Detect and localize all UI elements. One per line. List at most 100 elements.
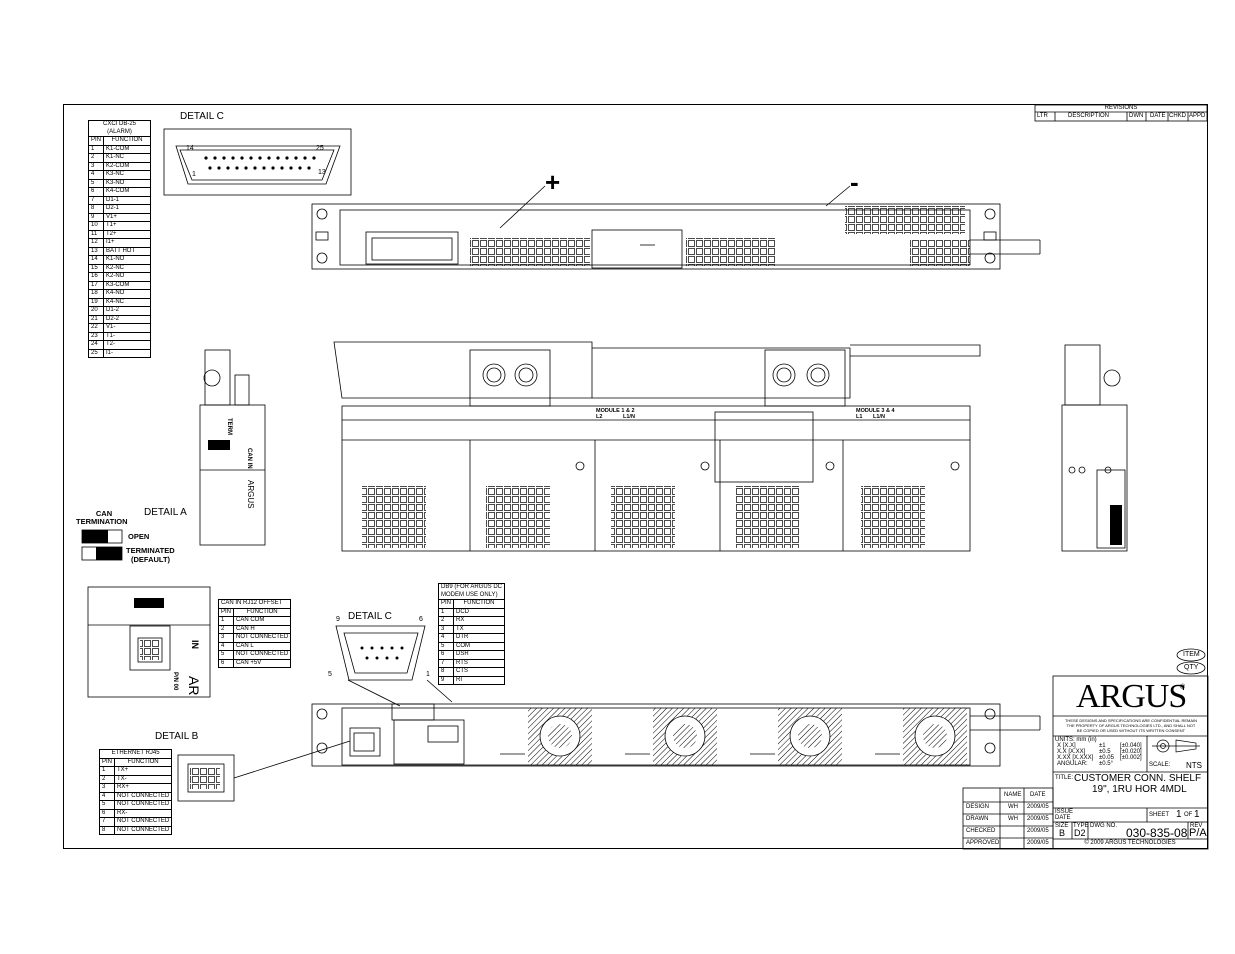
drawing-border [63,104,1208,849]
db9-table-function-cell: RX [453,616,506,626]
type-value: D2 [1074,828,1086,838]
bottom-rack-rear [311,703,1001,767]
alarm-table-function-cell: D2-2 [103,314,151,324]
alarm-table-function-cell: K3-COM [103,280,151,290]
can-table-function-cell: CAN +5V [233,658,292,668]
minus-terminal-label: - [850,167,859,197]
alarm-table-pin-cell: 13 [87,246,105,256]
db25-pin-1: 1 [192,171,196,178]
alarm-table-pin-cell: 8 [87,204,105,214]
drawing-title-2: 19", 1RU HOR 4MDL [1092,784,1187,795]
db25-pin-13: 13 [318,169,326,176]
db9-pin-9: 9 [336,616,340,623]
units-label: UNITS: mm (in) [1055,737,1097,743]
eth-table-pin-cell: 8 [98,825,116,835]
db9-shell [335,625,426,681]
revisions-title: REVISIONS [1104,105,1138,111]
db9-table-title-2: MODEM USE ONLY) [437,591,506,600]
alarm-table-pin-cell: 1 [87,144,105,154]
tol-angular: ANGULAR: [1057,761,1088,767]
can-table-pin-cell: 3 [217,633,235,643]
module-1-2-l2: L2 [596,414,603,420]
module-3-4-label: MODULE 3 & 4 [856,408,895,414]
size-value: B [1059,828,1066,838]
alarm-col-pin: PIN [87,136,105,146]
can-col-pin: PIN [217,607,235,617]
alarm-table-pin-cell: 19 [87,297,105,307]
eth-table-function-cell: NOT CONNECTED [114,800,173,810]
plus-terminal-label: + [545,167,561,197]
can-table-pin-cell: 6 [217,658,235,668]
left-side-view [199,404,266,546]
alarm-table-pin-cell: 20 [87,306,105,316]
alarm-table-pin-cell: 2 [87,153,105,163]
switch-default-label: (DEFAULT) [131,555,171,564]
sign-col-name: NAME [1004,792,1022,798]
alarm-table-title-1: CXCI DB-25 [88,120,151,129]
argus-logo-reg: ® [1180,684,1186,691]
alarm-table-pin-cell: 7 [87,195,105,205]
tol-i1: [±0.040] [1120,743,1142,749]
rev-col-appd: APPD [1189,113,1206,119]
alarm-table-pin-cell: 16 [87,272,105,282]
db9-pin-6: 6 [419,616,423,623]
can-table-pin-cell: 5 [217,650,235,660]
db9-table-pin-cell: 4 [437,633,455,643]
argus-logo: ARGUS [1076,678,1187,715]
alarm-table-function-cell: K3-NO [103,178,151,188]
sheet-number: 1 [1176,809,1182,820]
alarm-table-pin-cell: 3 [87,161,105,171]
sign-date: 2009/05 [1027,804,1049,810]
drawing-title-1: CUSTOMER CONN. SHELF [1074,773,1202,784]
alarm-table-function-cell: K4-COM [103,187,151,197]
confidential-notice: THESE DESIGNS AND SPECIFICATIONS ARE CON… [1064,718,1198,733]
tol-xx: X.X [X.XX] [1057,749,1086,755]
db9-table-title-1: DB9 (FOR ARGUS DC [437,583,506,592]
db9-col-function: FUNCTION [453,599,506,609]
can-termination-title-1: CAN [95,509,113,518]
of-label: OF [1184,812,1193,818]
detail-b-label: DETAIL B [155,731,199,742]
eth-table-function-cell: RX+ [114,783,173,793]
detail-a-pn-text: P/N 00 [172,672,178,691]
alarm-table-pin-cell: 10 [87,221,105,231]
eth-table-pin-cell: 2 [98,774,116,784]
tol-v4: ±0.5° [1099,761,1114,767]
can-table-function-cell: NOT CONNECTED [233,633,292,643]
sign-name: WH [1008,804,1018,810]
alarm-table-function-cell: K1-COM [103,144,151,154]
alarm-table-pin-cell: 9 [87,212,105,222]
db9-col-pin: PIN [437,599,455,609]
eth-table-pin-cell: 1 [98,766,116,776]
rev-label: REV [1190,823,1203,829]
shelf-top-view [341,405,971,552]
eth-table-pin-cell: 4 [98,791,116,801]
eth-table-pin-cell: 6 [98,808,116,818]
alarm-table-function-cell: K4-NC [103,297,151,307]
module-3-4-l1: L1 [856,414,863,420]
size-label: SIZE [1055,823,1069,829]
copyright: © 2009 ARGUS TECHNOLOGIES [1084,840,1176,846]
eth-table-function-cell: NOT CONNECTED [114,825,173,835]
title-label: TITLE: [1055,775,1074,781]
item-label: ITEM [1183,651,1200,658]
tol-xxx: X.XX [X.XXX] [1057,755,1094,761]
